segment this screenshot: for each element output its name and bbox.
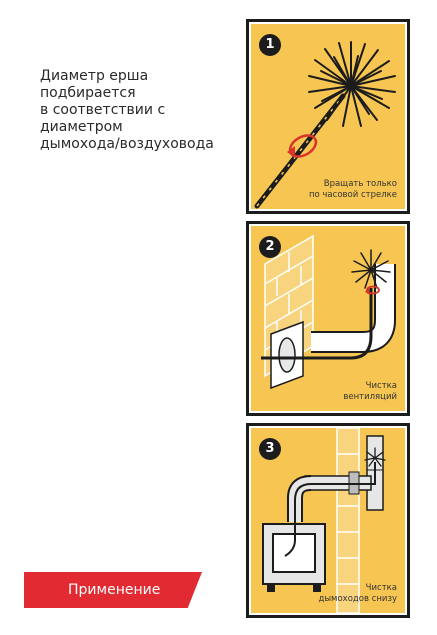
- rotation-arrow-icon: [365, 285, 380, 295]
- chimney-brush-icon: [364, 447, 386, 467]
- step-caption-3: Чистка дымоходов снизу: [318, 583, 397, 604]
- step-badge-1: 1: [259, 34, 281, 56]
- step-badge-2: 2: [259, 236, 281, 258]
- application-ribbon: Применение: [24, 572, 202, 608]
- step-panel-1: 1 Вращать только по часовой стрел: [246, 19, 410, 214]
- chimney-brush-icon: [351, 249, 391, 289]
- intro-line-1: Диаметр ерша подбирается: [40, 68, 149, 101]
- intro-line-2: в соответствии с диаметром: [40, 102, 166, 135]
- rotation-arrow-icon: [287, 134, 318, 158]
- intro-text: Диаметр ерша подбирается в соответствии …: [40, 68, 240, 153]
- step-panel-3: 3: [246, 423, 410, 618]
- intro-line-3: дымохода/воздуховода: [40, 136, 214, 152]
- vent-cleaning-illustration: [261, 234, 396, 390]
- ribbon-label: Применение: [68, 582, 161, 598]
- step-caption-1: Вращать только по часовой стрелке: [308, 179, 397, 200]
- step-caption-2: Чистка вентиляций: [343, 381, 397, 402]
- step-panel-2: 2: [246, 221, 410, 416]
- chimney-cleaning-illustration: [262, 428, 386, 613]
- step-badge-3: 3: [259, 438, 281, 460]
- vent-grille-icon: [270, 320, 304, 390]
- chimney-brush-icon: [254, 41, 396, 209]
